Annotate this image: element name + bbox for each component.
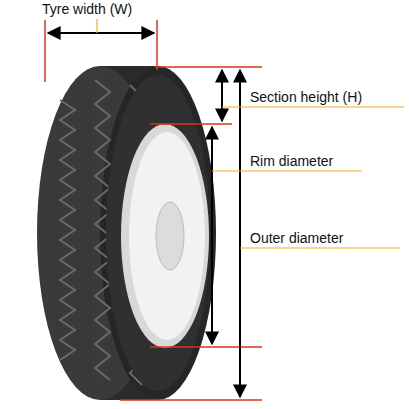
tyre xyxy=(37,66,216,400)
outer-diameter-label: Outer diameter xyxy=(250,230,343,246)
rim-diameter-label: Rim diameter xyxy=(250,153,333,169)
leader-lines xyxy=(97,19,404,248)
section-height-label: Section height (H) xyxy=(250,89,362,105)
dimension-arrows xyxy=(48,33,240,397)
width-label: Tyre width (W) xyxy=(42,1,132,17)
extension-lines xyxy=(45,20,262,400)
